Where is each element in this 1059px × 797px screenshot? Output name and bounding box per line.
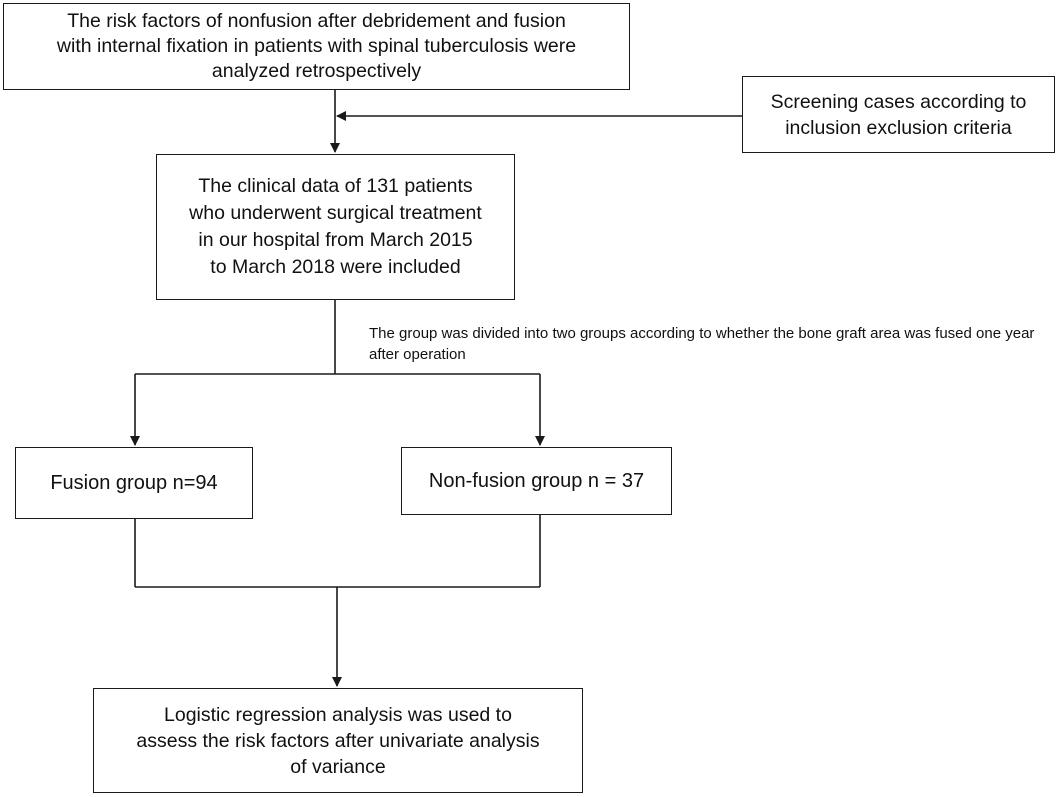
nonfusion-group-box: Non-fusion group n = 37 xyxy=(401,447,672,515)
study-aim-line-3: analyzed retrospectively xyxy=(211,60,422,82)
logistic-regression-line-1: Logistic regression analysis was used to xyxy=(164,703,512,726)
split-annotation-line-2: the bone graft area was fused one year a… xyxy=(369,325,1035,363)
clinical-data-line-3: in our hospital from March 2015 xyxy=(198,229,473,251)
logistic-regression-line-3: of variance xyxy=(290,755,386,778)
logistic-regression-line-2: assess the risk factors after univariate… xyxy=(136,729,540,752)
study-aim-box: The risk factors of nonfusion after debr… xyxy=(3,3,630,90)
split-annotation-line-1: The group was divided into two groups ac… xyxy=(369,325,770,342)
clinical-data-box: The clinical data of 131 patients who un… xyxy=(156,154,515,300)
split-annotation: The group was divided into two groups ac… xyxy=(369,323,1059,365)
screening-line-1: Screening cases according to xyxy=(770,90,1027,113)
screening-line-2: inclusion exclusion criteria xyxy=(785,116,1012,139)
fusion-group-label: Fusion group n=94 xyxy=(50,472,218,494)
clinical-data-line-2: who underwent surgical treatment xyxy=(189,202,482,224)
study-aim-line-1: The risk factors of nonfusion after debr… xyxy=(67,10,566,32)
fusion-group-box: Fusion group n=94 xyxy=(15,447,253,519)
nonfusion-group-label: Non-fusion group n = 37 xyxy=(428,470,645,492)
logistic-regression-box: Logistic regression analysis was used to… xyxy=(93,688,583,793)
clinical-data-line-1: The clinical data of 131 patients xyxy=(198,175,473,197)
study-aim-line-2: with internal fixation in patients with … xyxy=(56,35,577,57)
screening-box: Screening cases according to inclusion e… xyxy=(742,76,1055,153)
clinical-data-line-4: to March 2018 were included xyxy=(210,256,461,278)
